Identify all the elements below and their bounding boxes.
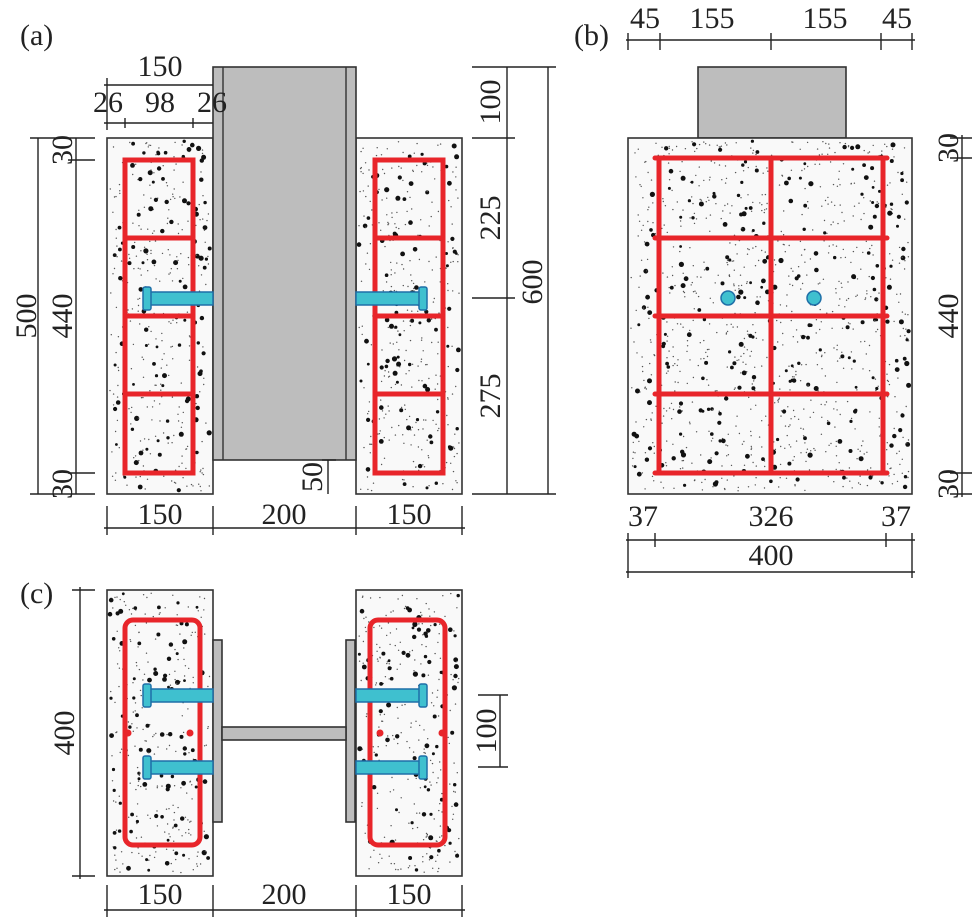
dim-bottom-part: 326 [749, 500, 794, 533]
panel-c-label: (c) [20, 577, 53, 610]
dim-right-part: 100 [474, 80, 507, 125]
rebar-dot [186, 729, 194, 737]
stud-section-left [720, 290, 736, 306]
dim-right-part: 30 [932, 133, 965, 163]
dim-left-cover-bottom: 30 [46, 469, 79, 499]
panel-b-label: (b) [574, 19, 609, 52]
shear-stud-right [355, 286, 428, 311]
dim-bottom-part: 37 [881, 500, 911, 533]
panel-a: (a) [10, 19, 556, 535]
dim-right-total: 600 [516, 260, 549, 305]
shear-studs-right [355, 683, 428, 780]
dim-top-part: 45 [630, 2, 660, 35]
dim-left-total: 400 [48, 711, 81, 756]
dim-stud-spacing: 100 [470, 709, 503, 754]
dim-bottom-part: 150 [138, 498, 183, 531]
dim-left-cover-top: 30 [46, 135, 79, 165]
rebar-dot [438, 729, 446, 737]
rebar-dot [124, 729, 132, 737]
dim-left-inner: 440 [46, 294, 79, 339]
panel-a-label: (a) [20, 19, 53, 52]
panel-c: (c) 400 [20, 577, 508, 917]
dim-bottom-part: 200 [262, 878, 307, 911]
shear-stud-left [142, 286, 214, 311]
right-dimensions: 100 225 275 600 50 [296, 66, 556, 495]
dim-right-part: 225 [474, 196, 507, 241]
steel-column-section [697, 66, 847, 139]
stud-section-right [806, 290, 822, 306]
right-stirrups [372, 157, 446, 476]
bottom-dimensions: 37 326 37 400 [626, 500, 915, 578]
dim-bottom-part: 200 [262, 498, 307, 531]
dim-right-part: 440 [932, 294, 965, 339]
left-stirrups [122, 157, 196, 476]
shear-studs-left [142, 683, 214, 780]
top-dimensions: 45 155 155 45 [626, 2, 915, 50]
dim-bottom-part: 150 [138, 878, 183, 911]
bottom-dimensions: 150 200 150 [104, 498, 465, 535]
rebar-dot [376, 729, 384, 737]
concrete-texture [109, 139, 212, 493]
right-dimensions: 30 440 30 [932, 133, 972, 499]
dim-bottom-part: 150 [387, 878, 432, 911]
dim-bottom-part: 37 [628, 500, 658, 533]
dim-bottom-total: 400 [749, 539, 794, 572]
rebar-grid [652, 155, 890, 476]
dim-gap-bottom: 50 [296, 462, 329, 492]
left-dimensions: 500 440 30 30 [10, 135, 95, 499]
dim-top-total: 150 [138, 50, 183, 83]
top-dimensions: 150 26 98 26 [93, 50, 227, 130]
dim-left-total: 500 [10, 294, 43, 339]
steel-column [212, 66, 357, 461]
dim-bottom-part: 150 [387, 498, 432, 531]
dim-top-part: 98 [145, 86, 175, 119]
panel-b: (b) 45 155 155 45 [574, 2, 972, 578]
left-dimensions: 400 [48, 587, 95, 879]
dim-top-part: 155 [690, 2, 735, 35]
bottom-dimensions: 150 200 150 [104, 878, 465, 917]
dim-top-part: 155 [803, 2, 848, 35]
dim-top-part: 45 [882, 2, 912, 35]
dim-right-part: 275 [474, 374, 507, 419]
stud-spacing-dimension: 100 [470, 694, 508, 768]
dim-right-part: 30 [932, 469, 965, 499]
dim-top-part: 26 [197, 86, 227, 119]
steel-h-section [212, 639, 356, 823]
dim-top-part: 26 [93, 86, 123, 119]
